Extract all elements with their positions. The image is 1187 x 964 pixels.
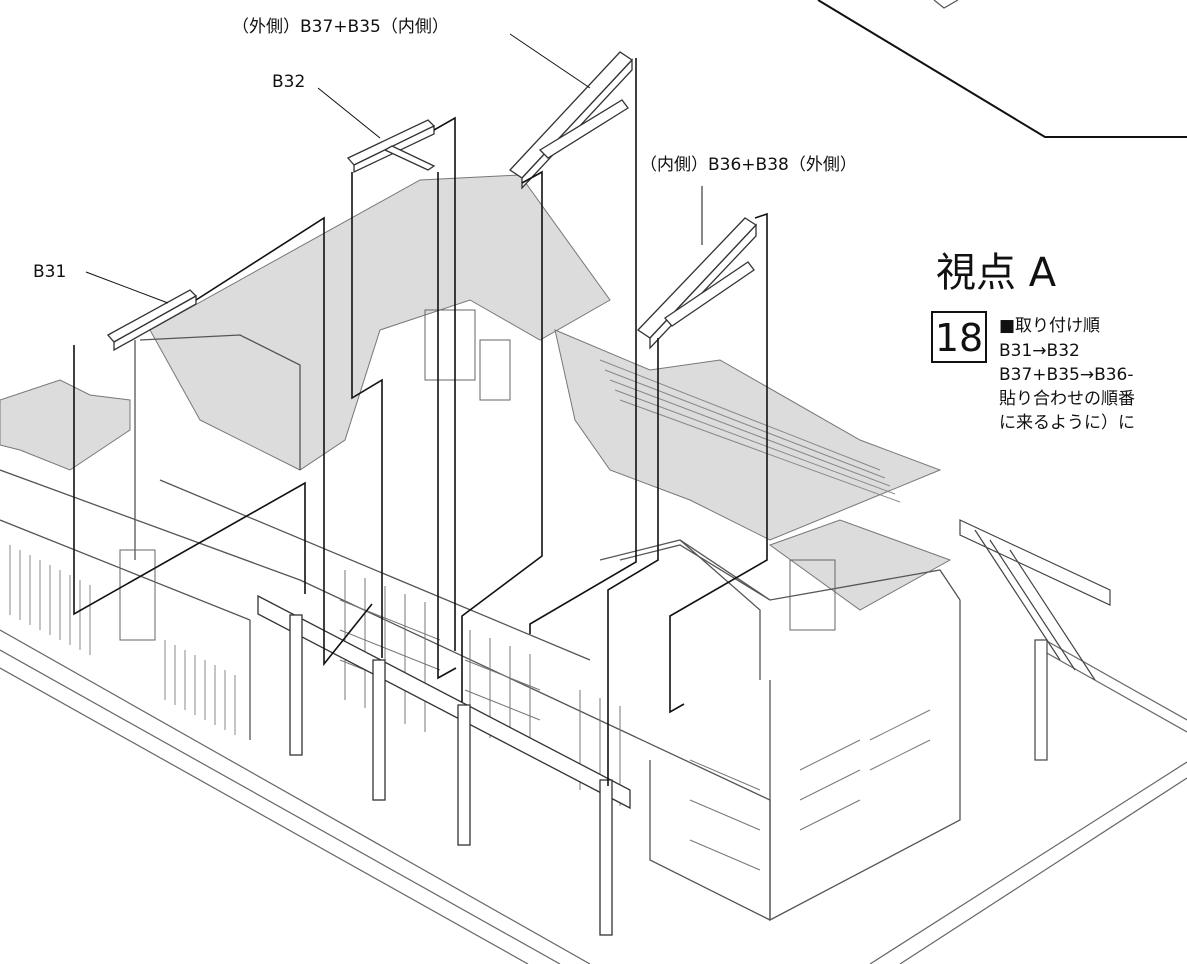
window-grid-front bbox=[339, 570, 931, 871]
label-b36-b38: （内側）B36+B38（外側） bbox=[640, 155, 857, 175]
label-b32: B32 bbox=[272, 72, 306, 92]
part-b31 bbox=[106, 289, 198, 352]
step-line-4: に来るように）に bbox=[999, 413, 1135, 433]
step-line-1: B31→B32 bbox=[999, 341, 1080, 361]
panel-corner-fragment bbox=[933, 0, 959, 9]
panel-border bbox=[817, 0, 1187, 138]
siding-left bbox=[9, 545, 236, 735]
part-b37-b35 bbox=[509, 51, 633, 190]
roof-slats bbox=[599, 359, 901, 503]
roof-fills bbox=[0, 174, 952, 611]
part-b36-b38 bbox=[636, 217, 758, 350]
label-leaders bbox=[85, 33, 703, 304]
right-pergola bbox=[959, 519, 1111, 761]
step-heading: ■取り付け順 bbox=[999, 316, 1101, 336]
part-b32 bbox=[346, 119, 436, 174]
assembly-guides bbox=[73, 58, 768, 786]
label-b37-b35: （外側）B37+B35（内側） bbox=[232, 17, 449, 37]
building-walls bbox=[0, 334, 961, 922]
step-line-3: 貼り合わせの順番 bbox=[999, 389, 1135, 409]
front-pergola bbox=[257, 594, 631, 936]
label-b31: B31 bbox=[33, 262, 67, 282]
window-openings bbox=[119, 309, 836, 641]
ground-base bbox=[0, 629, 1187, 964]
view-title: 視点 A bbox=[936, 250, 1057, 296]
step-line-2: B37+B35→B36- bbox=[999, 365, 1134, 385]
step-number: 18 bbox=[931, 311, 987, 363]
